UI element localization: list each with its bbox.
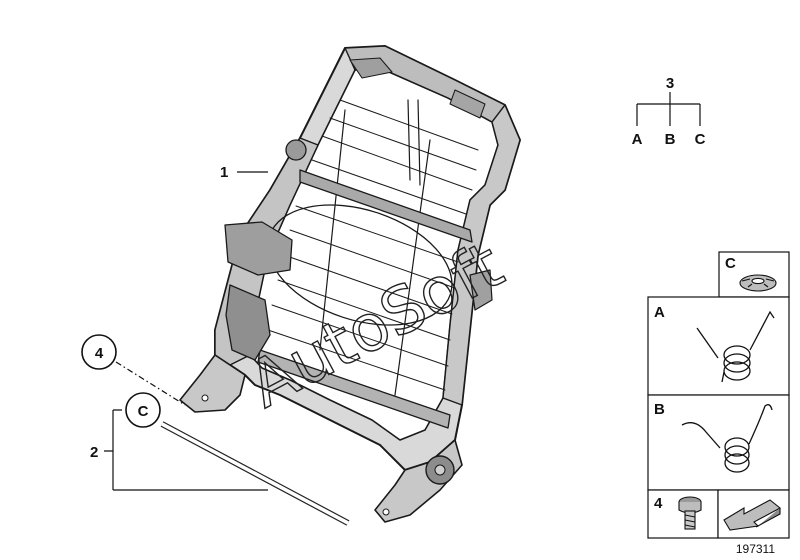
part-panel-b-label: B: [654, 401, 665, 418]
callout-circle-4[interactable]: 4: [81, 334, 117, 370]
callout-label-1: 1: [220, 164, 228, 181]
torsion-spring-a-icon: [696, 310, 775, 383]
part-panel-b[interactable]: [647, 394, 790, 491]
speed-clip-icon: [739, 274, 777, 292]
leader-line-4: [115, 361, 186, 406]
kit-tree-lines: [636, 92, 701, 126]
part-panel-c-label: C: [725, 255, 736, 272]
callout-circle-4-label: 4: [95, 345, 104, 362]
callout-label-2: 2: [90, 444, 98, 461]
leader-line-2: [104, 409, 268, 491]
seat-backrest-frame[interactable]: [179, 45, 521, 523]
torsion-spring-b-icon: [681, 404, 773, 473]
direction-arrow-icon: [723, 499, 781, 531]
part-panel-4-label: 4: [654, 495, 663, 512]
kit-child-a: A: [632, 131, 643, 148]
callout-circle-c-label: C: [138, 403, 149, 420]
kit-child-c: C: [695, 131, 706, 148]
callout-circle-c[interactable]: C: [125, 392, 161, 428]
kit-child-b: B: [665, 131, 676, 148]
torx-bolt-icon: [678, 496, 702, 530]
part-panel-a[interactable]: [647, 296, 790, 396]
kit-label-3: 3: [666, 75, 674, 92]
diagram-number: 197311: [736, 542, 775, 556]
part-panel-a-label: A: [654, 304, 665, 321]
